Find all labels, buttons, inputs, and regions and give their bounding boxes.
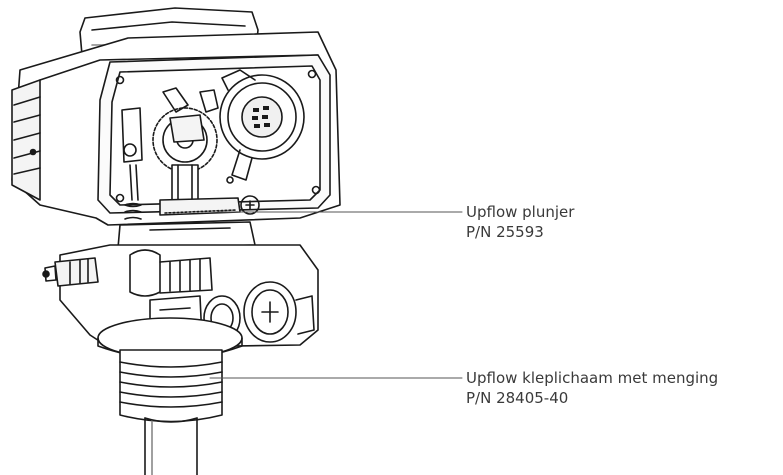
threaded-base: [119, 349, 223, 423]
callout-valve-body: Upflow kleplichaam met menging P/N 28405…: [466, 368, 718, 408]
spring: [124, 202, 142, 234]
callout-plunger-label: Upflow plunjer: [466, 203, 575, 221]
callout-plunger: Upflow plunjer P/N 25593: [466, 202, 574, 242]
distributor-pipe: [144, 417, 198, 475]
callout-valve-body-label: Upflow kleplichaam met menging: [466, 369, 719, 387]
callout-valve-body-part-number: P/N 28405-40: [466, 389, 569, 407]
callout-plunger-part-number: P/N 25593: [466, 223, 544, 241]
